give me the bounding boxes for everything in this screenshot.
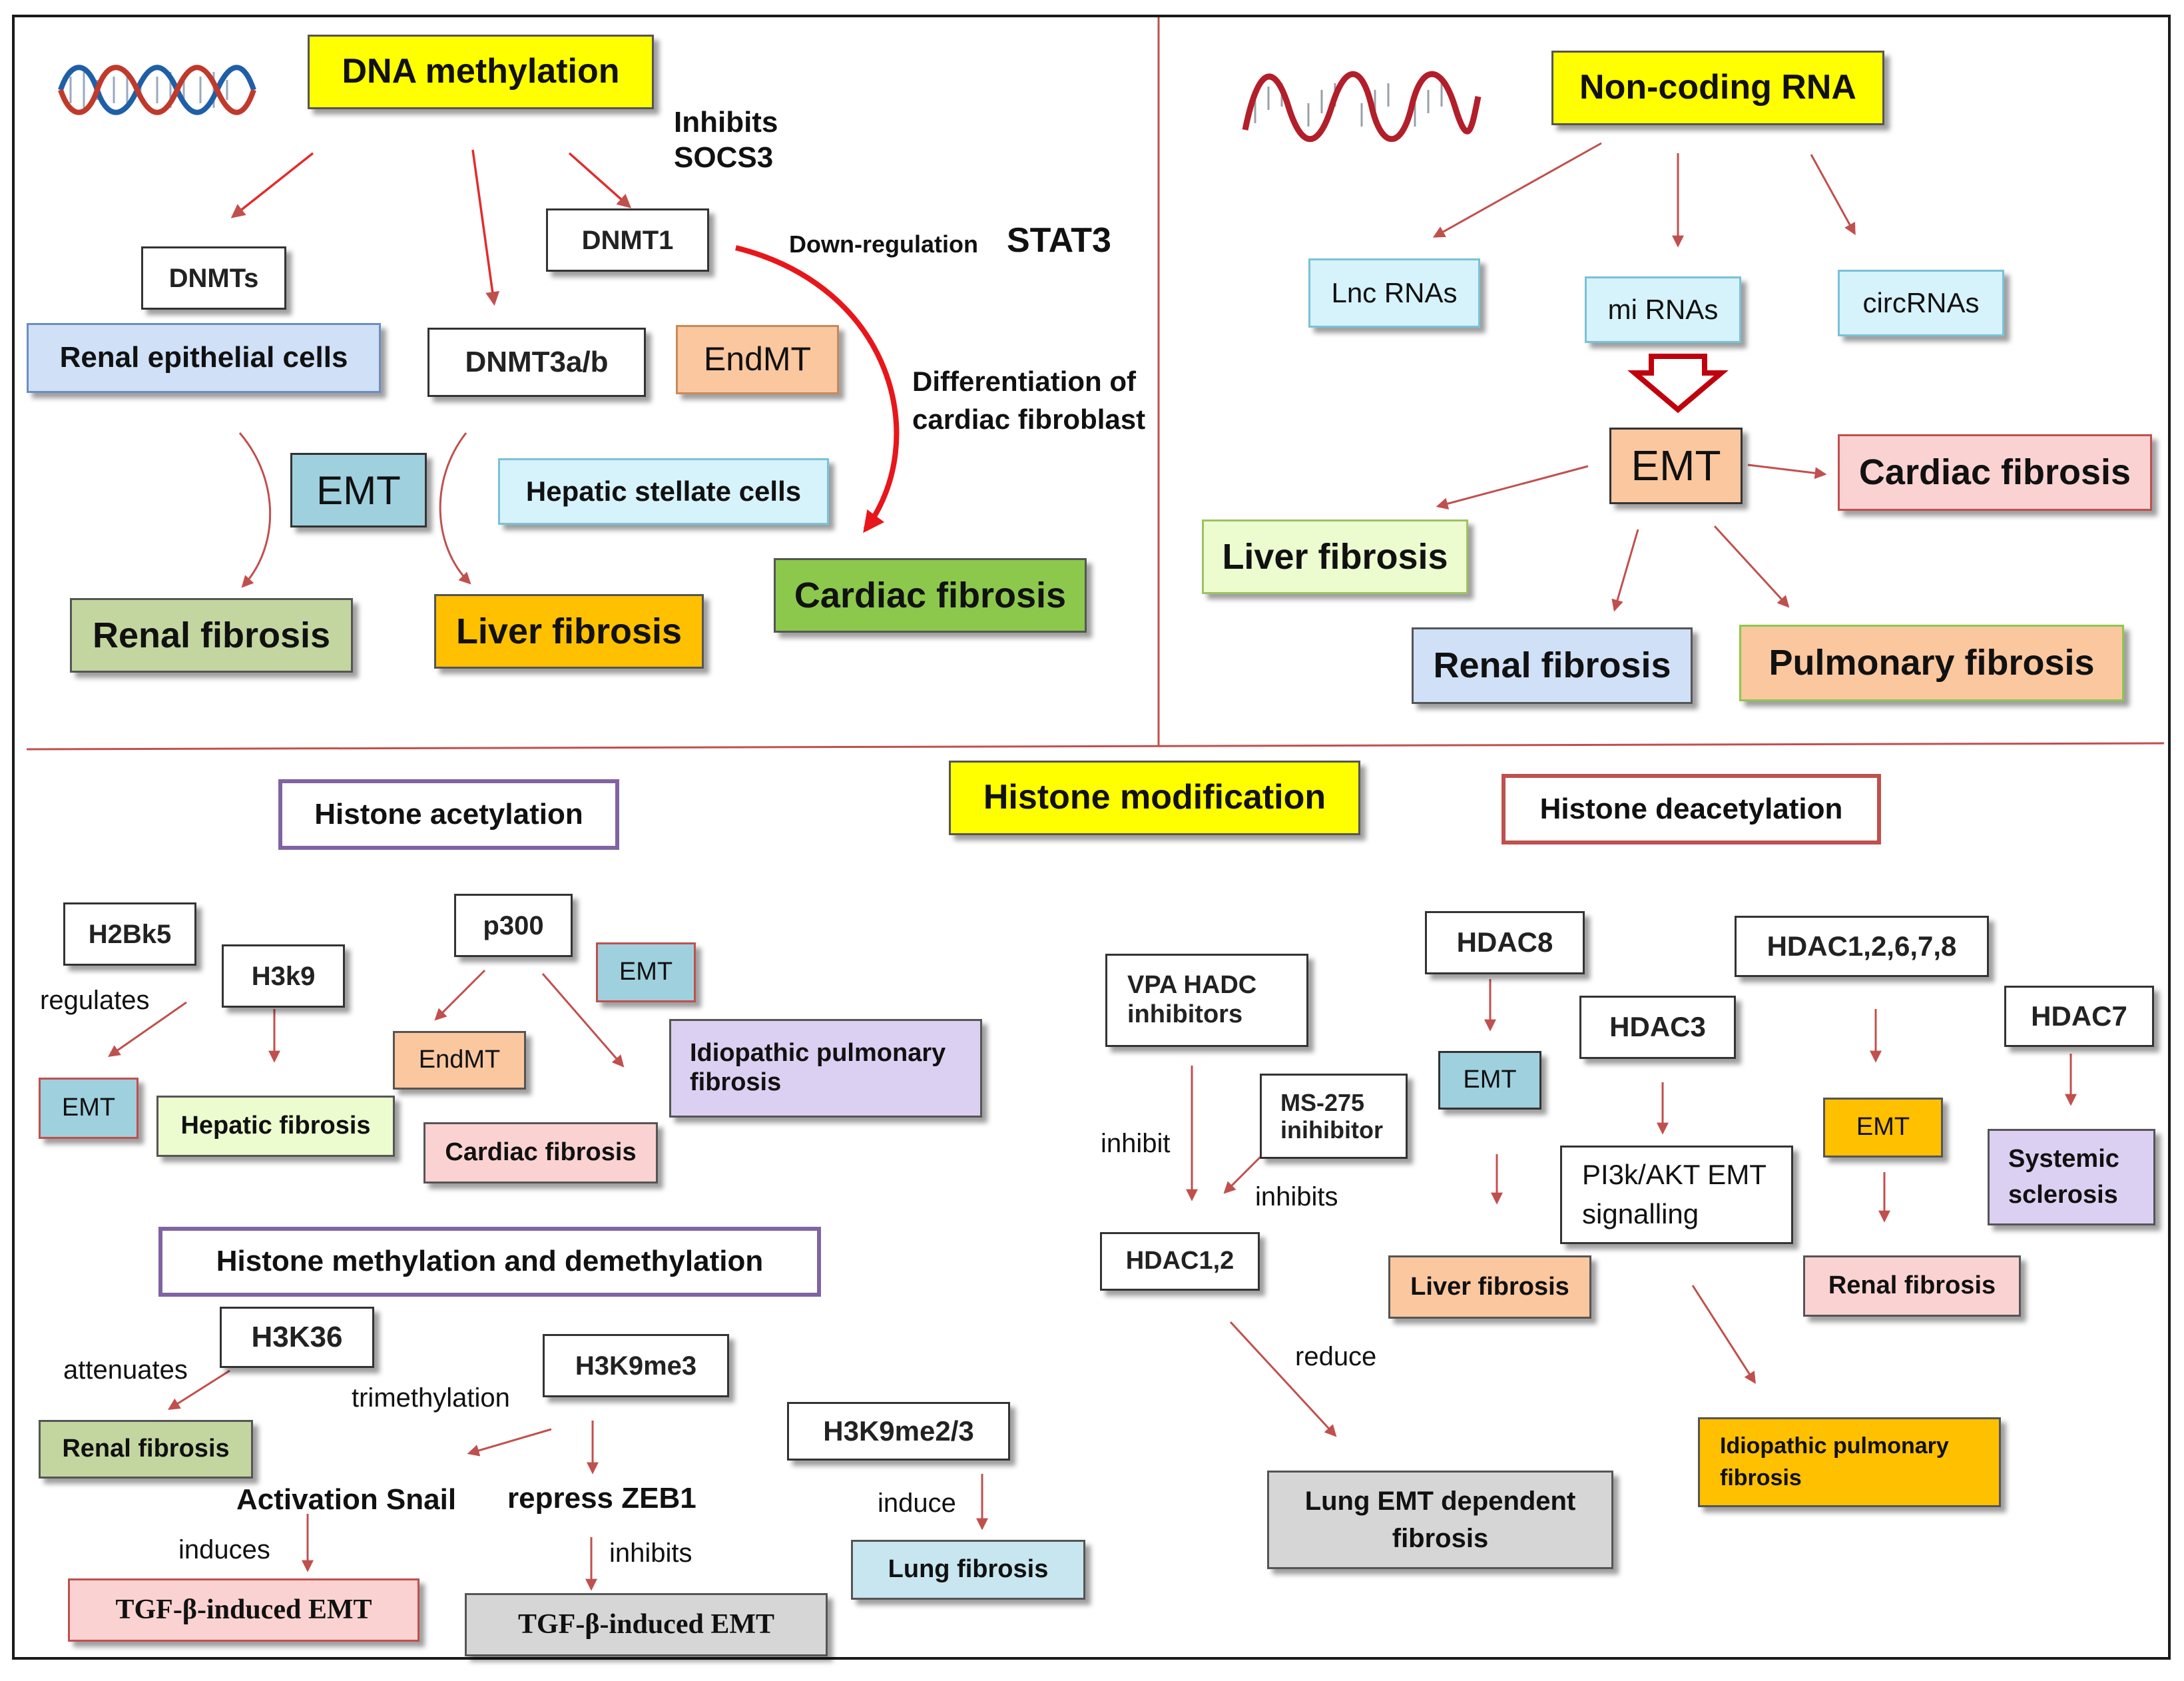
dnmts-node: DNMTs bbox=[141, 246, 286, 310]
h3k9-node: H3k9 bbox=[222, 944, 345, 1008]
attenuates-label: attenuates bbox=[63, 1355, 188, 1385]
regulates-label: regulates bbox=[40, 986, 150, 1015]
vpa-inhibitors-node: VPA HADC inhibitors bbox=[1105, 954, 1308, 1047]
arrow-pi3k-to-ipf bbox=[1691, 1285, 1756, 1385]
endmt-node-acetylation: EndMT bbox=[393, 1031, 526, 1090]
dna-double-helix-icon bbox=[57, 47, 257, 133]
renal-fibrosis-node-methylation: Renal fibrosis bbox=[39, 1420, 253, 1479]
histone-modification-title: Histone modification bbox=[949, 761, 1360, 835]
h3k9me23-node: H3K9me2/3 bbox=[787, 1402, 1010, 1461]
liver-fibrosis-node-ncrna: Liver fibrosis bbox=[1202, 519, 1468, 594]
arrow-renal-cells-to-renal-fibrosis bbox=[238, 432, 272, 588]
arrow-emt-to-cardiac bbox=[1747, 464, 1827, 480]
arrow-h3k9me3-to-snail bbox=[467, 1428, 552, 1457]
renal-epithelial-cells-node: Renal epithelial cells bbox=[27, 323, 381, 393]
stat3-label: STAT3 bbox=[1007, 221, 1111, 260]
ms275-node: MS-275 inihibitor bbox=[1260, 1074, 1408, 1159]
arrow-ncrna-to-lnc bbox=[1432, 142, 1602, 238]
h3k36-node: H3K36 bbox=[220, 1307, 374, 1368]
hdac12678-node: HDAC1,2,6,7,8 bbox=[1735, 916, 1989, 977]
divider-horizontal bbox=[26, 742, 2165, 751]
down-regulation-label: Down-regulation bbox=[789, 230, 978, 258]
arrow-dna-to-dnmts bbox=[230, 152, 314, 218]
ipf-node-deacetylation: Idiopathic pulmonary fibrosis bbox=[1698, 1417, 2001, 1507]
dna-methylation-title: DNA methylation bbox=[308, 35, 654, 109]
repress-zeb1-label: repress ZEB1 bbox=[507, 1482, 696, 1514]
pulmonary-fibrosis-node-ncrna: Pulmonary fibrosis bbox=[1739, 625, 2124, 701]
renal-fibrosis-node-ncrna: Renal fibrosis bbox=[1412, 627, 1693, 704]
arrow-ms275-to-hdac12 bbox=[1223, 1156, 1262, 1194]
inhibits-label-deacetylation: inhibits bbox=[1255, 1182, 1338, 1211]
inhibit-label: inhibit bbox=[1101, 1129, 1171, 1158]
dnmt1-node: DNMT1 bbox=[546, 208, 709, 272]
renal-fibrosis-node-dna: Renal fibrosis bbox=[70, 598, 353, 673]
inhibits-socs3-label: Inhibits SOCS3 bbox=[674, 106, 778, 174]
inhibits-label-methylation: inhibits bbox=[609, 1538, 692, 1568]
tgf-emt-node-2: TGF-β-induced EMT bbox=[465, 1593, 828, 1656]
histone-acetylation-title: Histone acetylation bbox=[278, 779, 619, 850]
arrow-h3k9-to-emt bbox=[108, 1001, 187, 1058]
emt-node-hdac8: EMT bbox=[1438, 1051, 1541, 1110]
arrow-emt-to-renal bbox=[1611, 529, 1639, 612]
dnmt3ab-node: DNMT3a/b bbox=[427, 328, 646, 397]
emt-node-h3k9: EMT bbox=[39, 1078, 138, 1139]
emt-node-ncrna: EMT bbox=[1609, 428, 1743, 504]
pi3k-akt-node: PI3k/AKT EMT signalling bbox=[1560, 1146, 1793, 1244]
arrow-h3k36-to-renal bbox=[167, 1369, 230, 1410]
noncoding-rna-title: Non-coding RNA bbox=[1551, 51, 1884, 125]
arrow-dnmt3ab-to-liver-fibrosis bbox=[439, 432, 471, 585]
differentiation-label: Differentiation of cardiac fibroblast bbox=[912, 366, 1146, 435]
arrow-emt-to-pulmonary bbox=[1713, 525, 1790, 608]
hdac3-node: HDAC3 bbox=[1579, 996, 1736, 1059]
liver-fibrosis-node-deacetylation: Liver fibrosis bbox=[1388, 1255, 1591, 1319]
activation-snail-label: Activation Snail bbox=[236, 1483, 457, 1516]
arrow-emt-to-liver bbox=[1436, 465, 1589, 509]
p300-node: p300 bbox=[454, 894, 573, 957]
lung-fibrosis-node: Lung fibrosis bbox=[851, 1540, 1085, 1600]
systemic-sclerosis-node: Systemic sclerosis bbox=[1988, 1129, 2155, 1225]
hdac12-node: HDAC1,2 bbox=[1100, 1232, 1260, 1291]
induce-label: induce bbox=[878, 1489, 956, 1518]
h3k9me3-node: H3K9me3 bbox=[543, 1334, 729, 1397]
arrow-p300-to-endmt bbox=[434, 969, 486, 1021]
h2bk5-node: H2Bk5 bbox=[63, 902, 196, 966]
arrow-p300-to-ipf bbox=[541, 973, 625, 1068]
induces-label: induces bbox=[178, 1535, 270, 1564]
arrow-dnmt1-to-cardiac bbox=[735, 245, 900, 533]
hdac7-node: HDAC7 bbox=[2004, 986, 2154, 1047]
rna-strand-icon bbox=[1235, 57, 1485, 153]
cardiac-fibrosis-node-acetylation: Cardiac fibrosis bbox=[423, 1122, 658, 1183]
lnc-rnas-node: Lnc RNAs bbox=[1308, 258, 1480, 328]
histone-methylation-title: Histone methylation and demethylation bbox=[158, 1227, 821, 1297]
arrow-dna-to-dnmt1 bbox=[568, 152, 632, 208]
trimethylation-label: trimethylation bbox=[352, 1383, 510, 1413]
mi-rnas-node: mi RNAs bbox=[1585, 276, 1741, 343]
hollow-down-arrow bbox=[1627, 354, 1729, 414]
hepatic-stellate-cells-node: Hepatic stellate cells bbox=[498, 458, 829, 525]
circrnas-node: circRNAs bbox=[1838, 270, 2004, 336]
figure-frame bbox=[12, 15, 2171, 1660]
arrow-dna-to-dnmt3ab bbox=[471, 149, 500, 306]
endmt-node-top: EndMT bbox=[676, 325, 839, 394]
liver-fibrosis-node-dna: Liver fibrosis bbox=[434, 594, 704, 669]
hepatic-fibrosis-node: Hepatic fibrosis bbox=[156, 1096, 395, 1157]
arrow-hdac12-to-lung bbox=[1229, 1321, 1337, 1437]
cardiac-fibrosis-node-dna: Cardiac fibrosis bbox=[774, 558, 1087, 633]
ipf-node-acetylation: Idiopathic pulmonary fibrosis bbox=[669, 1019, 982, 1118]
hdac8-node: HDAC8 bbox=[1425, 911, 1585, 974]
emt-node-p300: EMT bbox=[596, 942, 696, 1002]
reduce-label: reduce bbox=[1295, 1342, 1377, 1371]
lung-emt-dependent-fibrosis-node: Lung EMT dependent fibrosis bbox=[1267, 1471, 1613, 1569]
arrow-ncrna-to-circ bbox=[1810, 154, 1856, 236]
emt-node-hdac12678: EMT bbox=[1823, 1098, 1943, 1158]
histone-deacetylation-title: Histone deacetylation bbox=[1502, 774, 1881, 844]
tgf-emt-node-1: TGF-β-induced EMT bbox=[68, 1578, 419, 1642]
cardiac-fibrosis-node-ncrna: Cardiac fibrosis bbox=[1838, 434, 2152, 511]
renal-fibrosis-node-deacetylation: Renal fibrosis bbox=[1803, 1255, 2021, 1317]
emt-node-dna: EMT bbox=[290, 453, 427, 527]
